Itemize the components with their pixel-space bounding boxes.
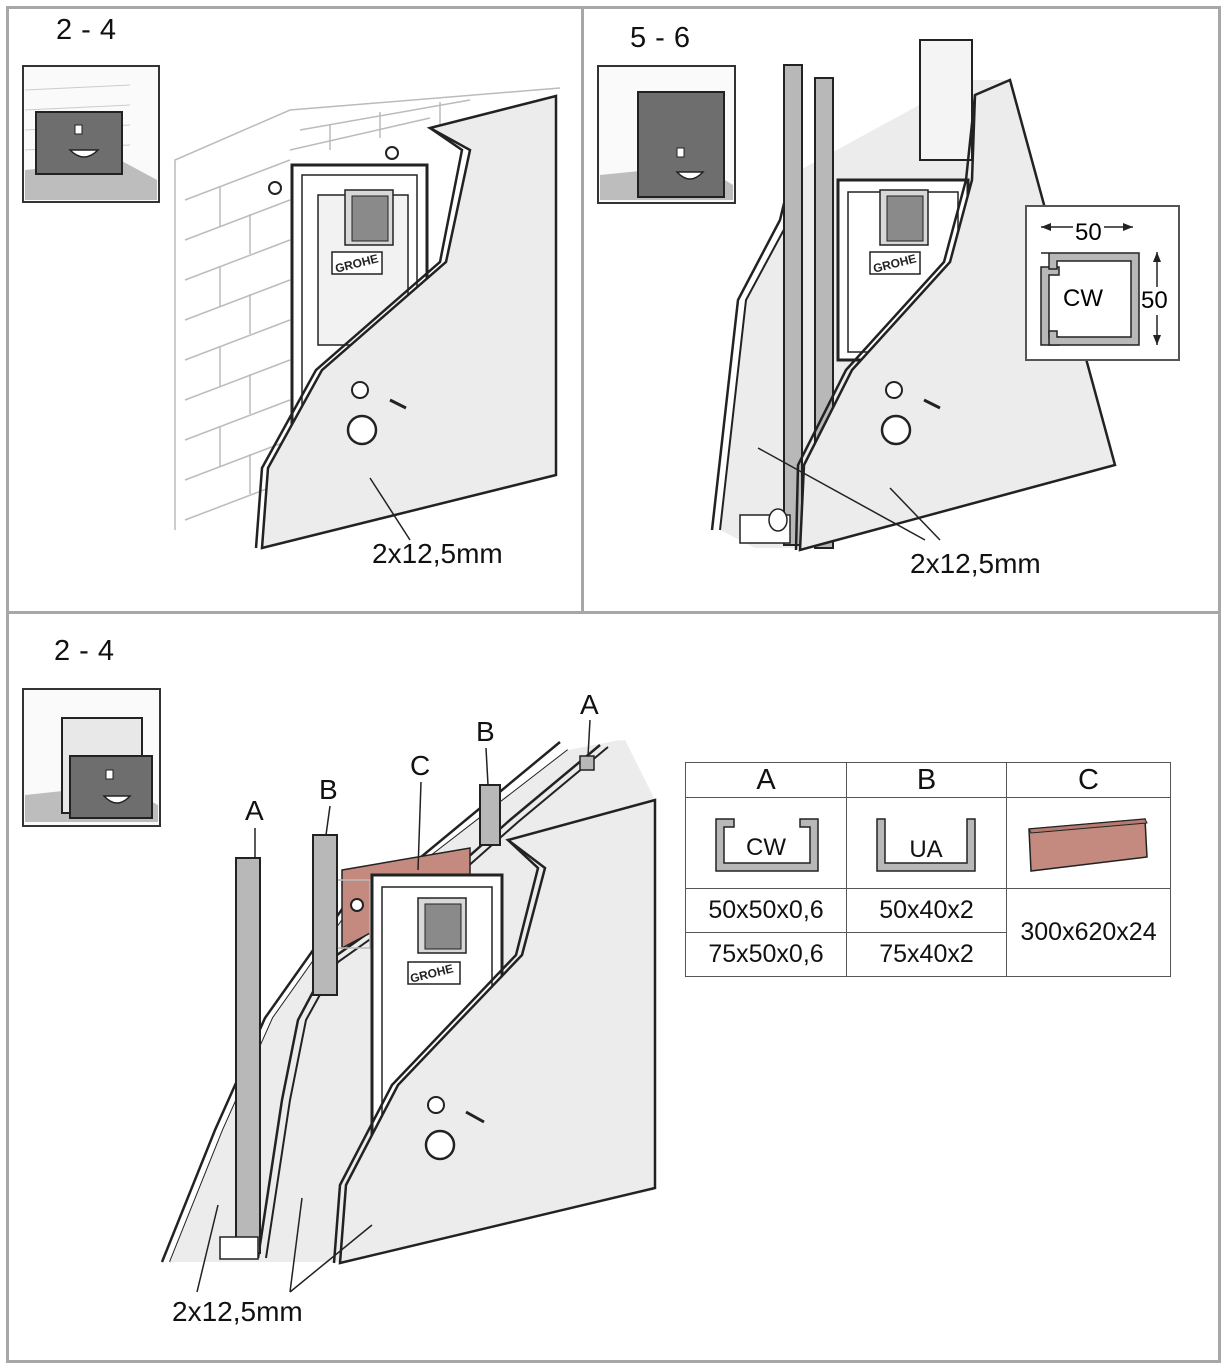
cw-detail-height: 50 (1141, 287, 1168, 315)
spec-header-b: B (846, 762, 1007, 798)
svg-text:CW: CW (746, 834, 786, 861)
spec-a-row1: 50x50x0,6 (685, 888, 847, 933)
panel3-step-label: 2 - 4 (54, 635, 115, 667)
panel2-dimension: 2x12,5mm (910, 548, 1041, 579)
cw-detail-width: 50 (1073, 219, 1104, 247)
spec-board-c-icon-cell (1006, 797, 1171, 889)
panel1-thumbnail-art (22, 65, 160, 203)
callout-c: C (410, 750, 431, 781)
spec-header-a: A (685, 762, 847, 798)
brick-board-icon (1028, 817, 1148, 872)
panel2-step-label: 5 - 6 (630, 22, 691, 54)
spec-b-row1: 50x40x2 (846, 888, 1007, 933)
panel2-thumbnail-art (597, 65, 736, 204)
spec-b-row2: 75x40x2 (846, 932, 1007, 977)
callout-a-right: A (580, 689, 599, 720)
callout-a-left: A (245, 795, 264, 826)
panel2-board-front (757, 78, 1117, 552)
cw-detail-label: CW (1063, 285, 1103, 312)
panel3-dimension: 2x12,5mm (172, 1296, 303, 1327)
panel3-thumbnail-art (22, 688, 161, 827)
ua-profile-icon: UA (876, 817, 976, 872)
cw-profile-icon: CW (715, 817, 819, 872)
spec-a-row2: 75x50x0,6 (685, 932, 847, 977)
profile-spec-table: A B C CW UA (685, 762, 1171, 977)
svg-text:UA: UA (909, 836, 942, 863)
callout-b-left: B (319, 774, 338, 805)
cw-profile-drawing (1040, 223, 1161, 346)
panel1-step-label: 2 - 4 (56, 14, 117, 46)
spec-profile-ua: UA (846, 797, 1007, 889)
spec-header-c: C (1006, 762, 1171, 798)
panel2-cw-profiles (739, 39, 973, 549)
panel1-dimension: 2x12,5mm (372, 538, 503, 569)
panel1-board (254, 94, 558, 550)
spec-profile-cw: CW (685, 797, 847, 889)
cw-profile-detail: 50 50 CW (1025, 205, 1180, 361)
callout-b-right: B (476, 716, 495, 747)
panel3-leader-lines (196, 719, 591, 1293)
panel3-front-board (332, 798, 657, 1265)
panel3-profiles (219, 755, 595, 1260)
spec-c-value: 300x620x24 (1006, 888, 1171, 977)
